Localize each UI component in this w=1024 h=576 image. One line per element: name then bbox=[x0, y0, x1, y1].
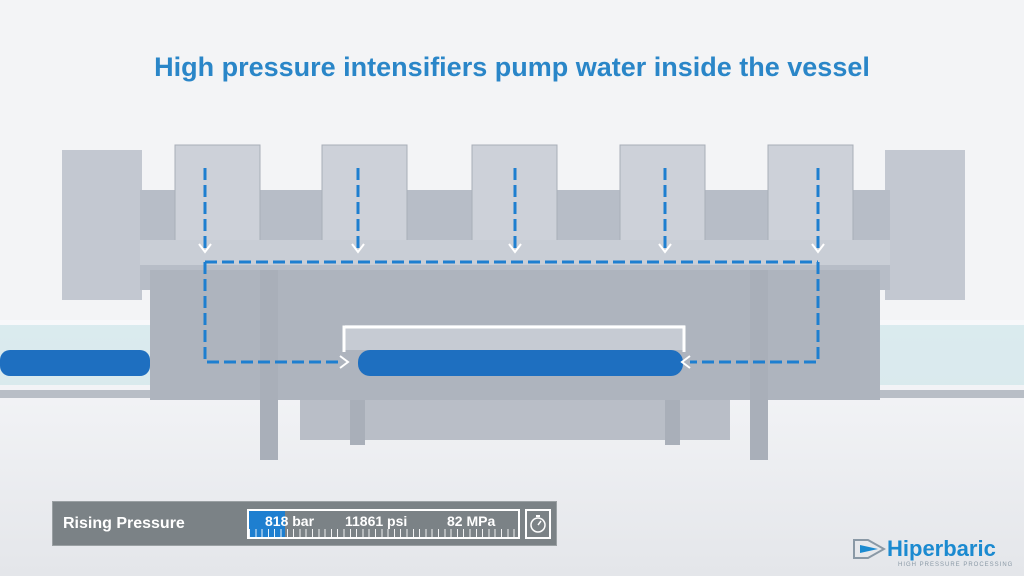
pressure-status-panel: Rising Pressure 818 bar 11861 psi 82 MPa bbox=[52, 501, 557, 546]
gauge-ticks bbox=[249, 529, 518, 537]
stopwatch-icon bbox=[525, 509, 551, 539]
logo-name: Hiperbaric bbox=[887, 536, 996, 561]
pressure-bar: 818 bar bbox=[265, 513, 315, 529]
pressure-psi: 11861 psi bbox=[345, 513, 408, 529]
logo-mark-icon bbox=[853, 539, 886, 559]
status-label: Rising Pressure bbox=[63, 515, 185, 532]
pressure-mpa: 82 MPa bbox=[447, 513, 496, 529]
hiperbaric-logo: Hiperbaric HIGH PRESSURE PROCESSING bbox=[852, 538, 1020, 572]
logo-tagline: HIGH PRESSURE PROCESSING bbox=[898, 562, 1014, 568]
page-title: High pressure intensifiers pump water in… bbox=[154, 52, 870, 82]
pressure-gauge: 818 bar 11861 psi 82 MPa bbox=[247, 509, 520, 539]
